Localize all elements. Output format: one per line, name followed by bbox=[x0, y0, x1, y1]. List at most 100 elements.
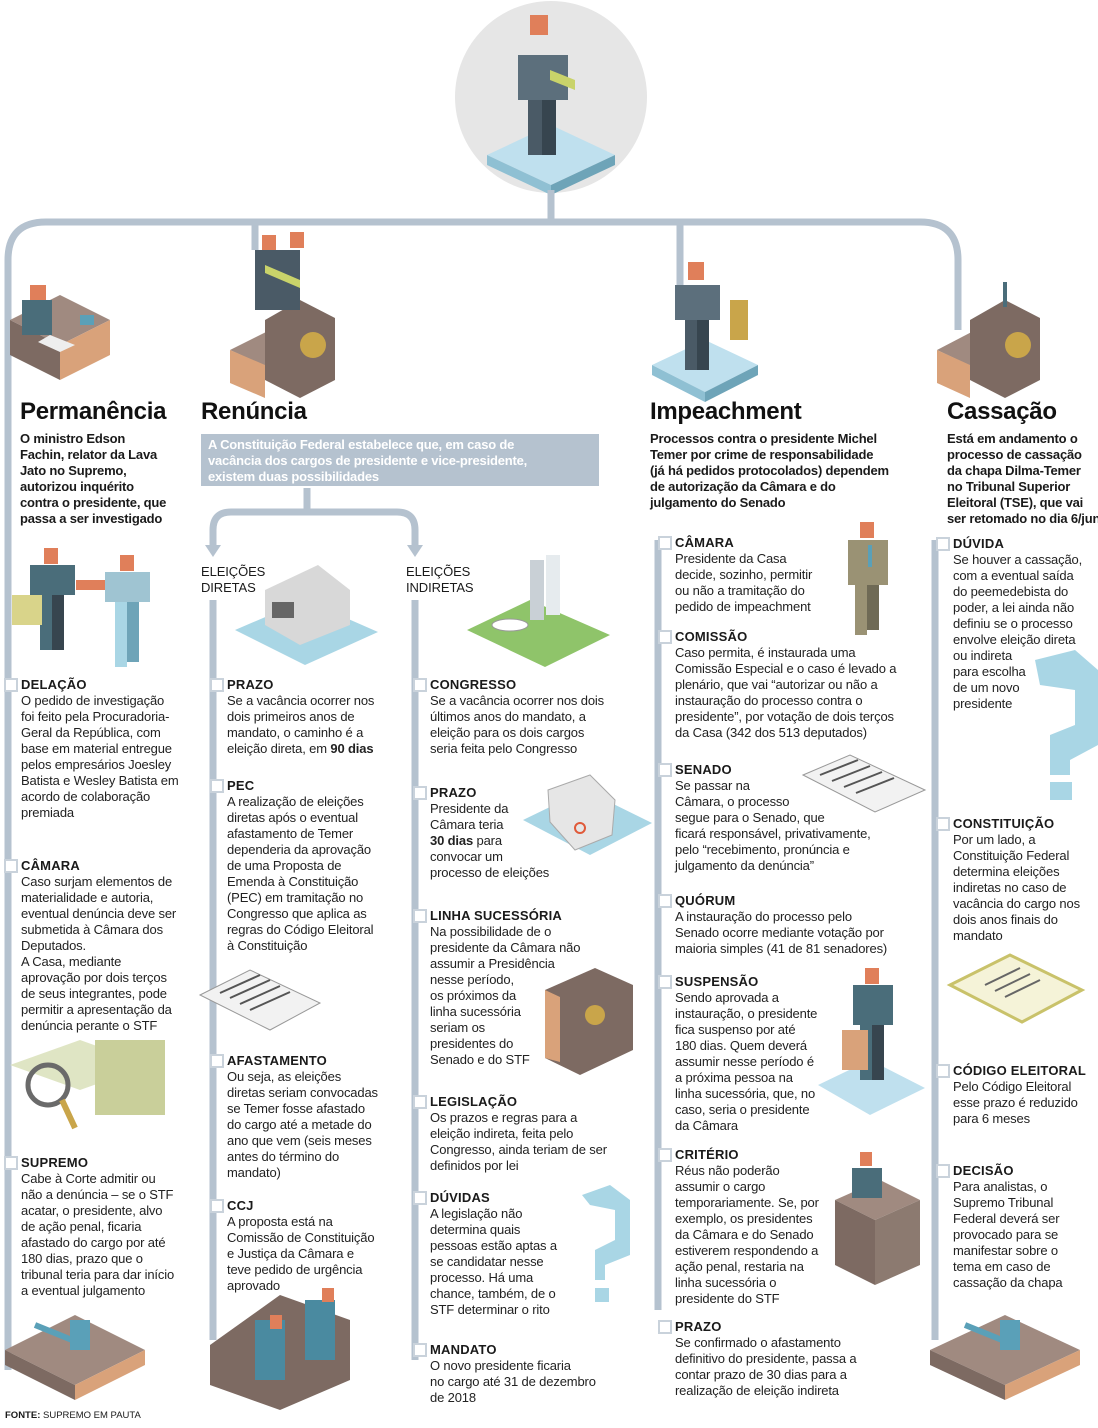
item-body: O pedido de investigação foi feito pela … bbox=[21, 693, 179, 820]
footer-source: SUPREMO EM PAUTA bbox=[43, 1410, 141, 1421]
item-body: O novo presidente ficaria no cargo até 3… bbox=[430, 1358, 596, 1405]
court-table-illustration bbox=[835, 1152, 920, 1285]
timeline-marker-icon bbox=[413, 1095, 427, 1109]
subhead-eleicoes-indiretas: ELEIÇÕES INDIRETAS bbox=[406, 564, 474, 595]
timeline-marker-icon bbox=[658, 975, 672, 989]
timeline-marker-icon bbox=[413, 909, 427, 923]
podium-illustration bbox=[230, 232, 335, 398]
item-body: Se a vacância ocorrer nos dois últimos a… bbox=[430, 693, 604, 756]
item-body: Cabe à Corte admitir ou não a denúncia –… bbox=[21, 1171, 175, 1298]
question-mark-illustration bbox=[582, 650, 1098, 1302]
timeline-marker-icon bbox=[658, 536, 672, 550]
item-heading: CONGRESSO bbox=[430, 677, 517, 692]
tse-podium-illustration bbox=[937, 282, 1040, 398]
subhead-eleicoes-diretas: ELEIÇÕES DIRETAS bbox=[201, 564, 266, 595]
intro-permanencia: O ministro Edson Fachin, relator da Lava… bbox=[20, 431, 167, 526]
arrow-diretas-icon bbox=[205, 545, 221, 557]
item-heading: QUÓRUM bbox=[675, 893, 736, 908]
ballot-machine-illustration bbox=[235, 565, 378, 665]
item-heading: LEGISLAÇÃO bbox=[430, 1094, 518, 1109]
gavel-illustration bbox=[5, 1315, 145, 1400]
president-figure-illustration bbox=[455, 1, 647, 195]
timeline-marker-icon bbox=[413, 678, 427, 692]
timeline-marker-icon bbox=[936, 1064, 950, 1078]
timeline-marker-icon bbox=[413, 1343, 427, 1357]
item-body: Se a vacância ocorrer nos dois primeiros… bbox=[227, 693, 375, 756]
item-body: Por um lado, a Constituição Federal dete… bbox=[953, 832, 1080, 943]
item-body: A legislação não determina quais pessoas… bbox=[430, 1206, 557, 1317]
item-body: Se passar na Câmara, o processo segue pa… bbox=[675, 778, 871, 873]
item-heading: SUPREMO bbox=[21, 1155, 89, 1170]
magnifier-money-illustration bbox=[10, 1040, 165, 1130]
congress-building-illustration bbox=[467, 555, 610, 667]
item-heading: PRAZO bbox=[675, 1319, 722, 1334]
item-body: Se houver a cassação, com a eventual saí… bbox=[953, 552, 1083, 711]
timeline-marker-icon bbox=[658, 763, 672, 777]
item-heading: DECISÃO bbox=[953, 1163, 1014, 1178]
item-body: Ou seja, as eleições diretas seriam conv… bbox=[227, 1069, 378, 1180]
item-heading: DÚVIDAS bbox=[430, 1190, 490, 1205]
constitution-document-illustration bbox=[946, 953, 1086, 1024]
timeline-marker-icon bbox=[936, 1164, 950, 1178]
item-heading: CRITÉRIO bbox=[675, 1147, 739, 1162]
timeline-marker-icon bbox=[413, 786, 427, 800]
title-renuncia: Renúncia bbox=[201, 398, 307, 425]
item-heading: CÂMARA bbox=[675, 535, 734, 550]
timeline-marker-icon bbox=[936, 817, 950, 831]
intro-cassacao: Está em andamento o processo de cassação… bbox=[947, 431, 1098, 526]
timeline-marker-icon bbox=[658, 630, 672, 644]
item-body: A instauração do processo pelo Senado oc… bbox=[675, 909, 888, 956]
item-heading: PRAZO bbox=[430, 785, 477, 800]
item-body: Presidente da Câmara teria 30 dias para … bbox=[430, 801, 550, 880]
item-heading: PEC bbox=[227, 778, 255, 793]
item-body: Pelo Código Eleitoral esse prazo é reduz… bbox=[953, 1079, 1078, 1126]
item-heading: SUSPENSÃO bbox=[675, 974, 759, 989]
timeline-marker-icon bbox=[4, 859, 18, 873]
arrow-indiretas-icon bbox=[407, 545, 423, 557]
impeachment-document-illustration bbox=[801, 754, 927, 813]
timeline-marker-icon bbox=[658, 1320, 672, 1334]
item-body: Presidente da Casa decide, sozinho, perm… bbox=[675, 551, 813, 614]
handshake-illustration bbox=[12, 548, 150, 667]
item-body: Os prazos e regras para a eleição indire… bbox=[430, 1110, 607, 1173]
timeline-marker-icon bbox=[936, 537, 950, 551]
item-heading: SENADO bbox=[675, 762, 732, 777]
item-body: Réus não poderão assumir o cargo tempora… bbox=[675, 1163, 819, 1306]
timeline-marker-icon bbox=[413, 1191, 427, 1205]
item-heading: MANDATO bbox=[430, 1342, 497, 1357]
title-cassacao: Cassação bbox=[947, 398, 1057, 425]
item-body: Sendo aprovada a instauração, o presiden… bbox=[675, 990, 818, 1133]
title-impeachment: Impeachment bbox=[650, 398, 802, 425]
item-heading: CCJ bbox=[227, 1198, 254, 1213]
item-heading: LINHA SUCESSÓRIA bbox=[430, 908, 563, 923]
impeachment-figure-illustration bbox=[652, 262, 758, 402]
source-footer: FONTE: SUPREMO EM PAUTA bbox=[5, 1410, 141, 1421]
timeline-marker-icon bbox=[4, 678, 18, 692]
timeline-marker-icon bbox=[4, 1156, 18, 1170]
timeline-marker-icon bbox=[210, 1199, 224, 1213]
item-heading: COMISSÃO bbox=[675, 629, 748, 644]
suspended-figure-illustration bbox=[818, 968, 925, 1115]
item-body: A proposta está na Comissão de Constitui… bbox=[227, 1214, 375, 1293]
